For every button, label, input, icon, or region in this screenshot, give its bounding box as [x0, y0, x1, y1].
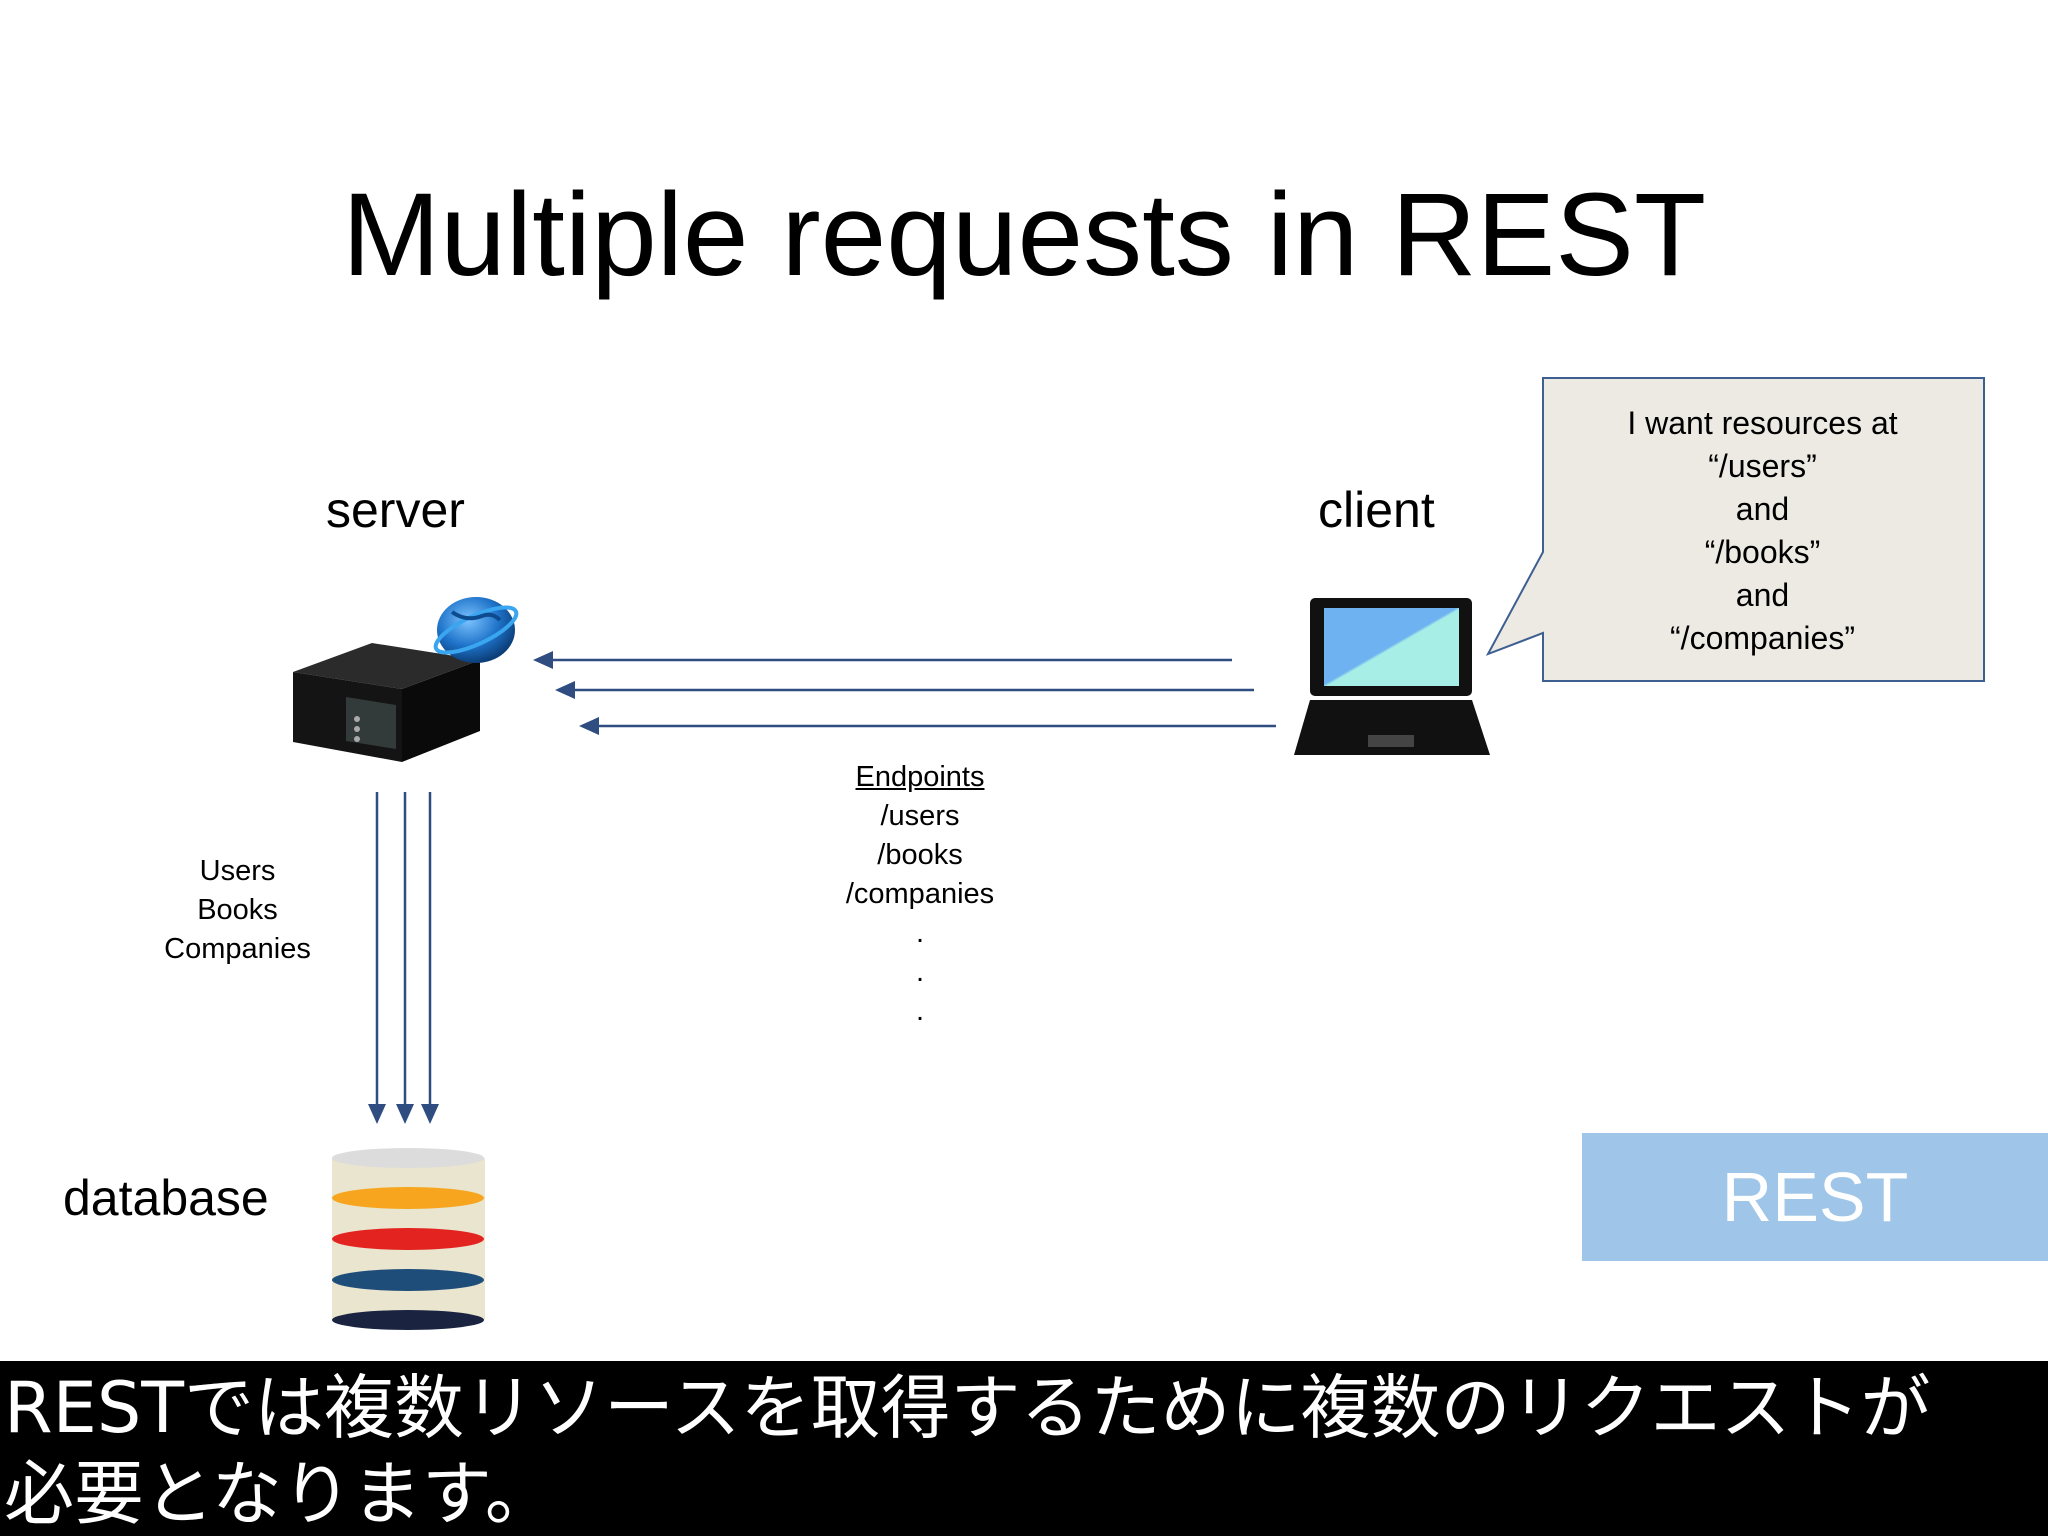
- globe-icon: [433, 597, 519, 663]
- endpoint-item: /books: [877, 839, 963, 871]
- caption-line: RESTでは複数リソースを取得するために複数のリクエストが: [4, 1367, 1931, 1449]
- endpoint-item: /companies: [845, 878, 995, 910]
- slide-title: Multiple requests in REST: [341, 169, 1707, 301]
- resource-item: Books: [197, 894, 278, 926]
- bubble-line: and: [1735, 491, 1790, 527]
- caption-bar: RESTでは複数リソースを取得するために複数のリクエストが 必要となります。: [0, 1361, 2048, 1536]
- server-label: server: [326, 482, 465, 538]
- request-arrows: [533, 651, 1276, 735]
- endpoint-item: /users: [880, 800, 960, 832]
- database-icon: [332, 1148, 485, 1330]
- ellipsis-dot: .: [915, 917, 925, 949]
- resource-item: Users: [199, 855, 276, 887]
- bubble-line: I want resources at: [1627, 405, 1898, 441]
- client-label: client: [1318, 482, 1435, 538]
- bubble-line: “/books”: [1704, 534, 1821, 570]
- endpoints-heading: Endpoints: [855, 761, 985, 793]
- resources-list: Users Books Companies: [140, 852, 335, 969]
- bubble-line: “/companies”: [1670, 620, 1855, 656]
- speech-bubble-text: I want resources at “/users” and “/books…: [1545, 402, 1980, 660]
- server-icon: [293, 643, 480, 762]
- rest-badge: REST: [1582, 1133, 2048, 1261]
- database-label: database: [63, 1170, 269, 1226]
- query-arrows: [368, 792, 439, 1124]
- ellipsis-dot: .: [915, 995, 925, 1027]
- ellipsis-dot: .: [915, 956, 925, 988]
- speech-bubble: [1485, 377, 1985, 682]
- endpoints-list: Endpoints /users /books /companies . . .: [820, 758, 1020, 1031]
- laptop-icon: [1294, 598, 1490, 755]
- bubble-line: and: [1735, 577, 1790, 613]
- bubble-line: “/users”: [1708, 448, 1817, 484]
- caption-line: 必要となります。: [4, 1453, 555, 1535]
- resource-item: Companies: [164, 933, 311, 965]
